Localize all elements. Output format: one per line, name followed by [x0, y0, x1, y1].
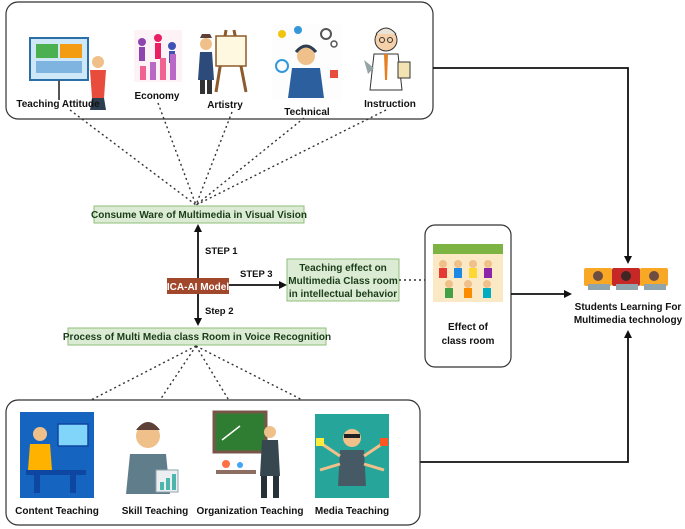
- economy-people-icon: [134, 30, 182, 82]
- top-item-label-1: Economy: [134, 91, 179, 102]
- consume-box: [93, 205, 305, 224]
- classroom-label-line1: Effect of: [448, 322, 489, 333]
- classroom-label-line2: class room: [442, 336, 495, 347]
- top-item-label-4: Instruction: [364, 99, 416, 110]
- bottom-item-label-0: Content Teaching: [15, 506, 99, 517]
- bottom-item-label-2: Organization Teaching: [196, 506, 303, 517]
- classroom-students-icon: [433, 244, 503, 302]
- skill-person-icon: [126, 422, 179, 494]
- top-item-label-3: Technical: [284, 107, 330, 118]
- effect-box-line3: in intellectual behavior: [289, 289, 397, 300]
- chalkboard-teacher-icon: [212, 410, 280, 498]
- process-box: [67, 327, 327, 346]
- bottom-item-label-3: Media Teaching: [315, 506, 389, 517]
- teacher-whiteboard-icon: [29, 37, 106, 110]
- process-box-label: Process of Multi Media class Room in Voi…: [63, 332, 331, 343]
- students-label-line2: Multimedia technology: [574, 315, 683, 326]
- artist-easel-icon: [198, 29, 248, 94]
- students-label-line1: Students Learning For: [575, 302, 682, 313]
- students-laptops-icon: [584, 268, 668, 290]
- top-item-label-0: Teaching Attitude: [16, 99, 100, 110]
- effect-box-line2: Multimedia Class room: [288, 276, 398, 287]
- multitask-person-icon: [315, 414, 389, 498]
- step2-label: Step 2: [205, 306, 234, 317]
- top-to-students-arrow: [433, 67, 632, 264]
- consume-box-label: Consume Ware of Multimedia in Visual Vis…: [91, 210, 307, 221]
- effect-box-line1: Teaching effect on: [299, 263, 387, 274]
- model-box-label: ICA-AI Model: [167, 282, 229, 293]
- computer-user-icon: [20, 412, 94, 498]
- step1-label: STEP 1: [205, 246, 238, 257]
- model-box: [167, 278, 229, 294]
- bottom-item-label-1: Skill Teaching: [122, 506, 189, 517]
- technical-support-icon: [272, 24, 342, 100]
- instructor-icon: [364, 27, 411, 91]
- top-connector-lines: [69, 102, 387, 206]
- top-item-label-2: Artistry: [207, 100, 243, 111]
- bottom-to-students-arrow: [420, 330, 632, 463]
- step3-label: STEP 3: [240, 269, 273, 280]
